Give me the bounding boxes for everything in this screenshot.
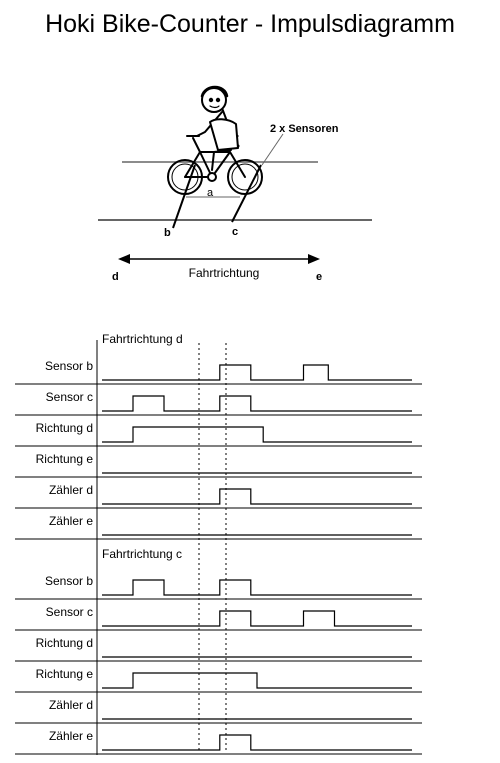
signal-waveform xyxy=(102,672,412,689)
sensor-leader-line xyxy=(261,133,284,166)
signal-label: Zähler e xyxy=(49,729,93,743)
signal-label: Zähler e xyxy=(49,514,93,528)
signal-waveform xyxy=(102,579,412,596)
signal-label: Richtung d xyxy=(36,636,93,650)
direction-label: Fahrtrichtung xyxy=(189,266,260,280)
sensor-beam-b xyxy=(172,164,196,229)
signal-label: Sensor b xyxy=(45,574,93,588)
timing-block: Fahrtrichtung d Sensor b Sensor c Richtung … xyxy=(15,332,422,540)
bike-illustration: a 2 x Sensoren b c d e Fahrtrichtung xyxy=(98,85,372,283)
direction-right-label: e xyxy=(316,271,322,283)
signal-waveform xyxy=(102,610,412,627)
signal-label: Sensor c xyxy=(46,390,93,404)
sensor-beam-c xyxy=(231,164,262,223)
timing-block: Fahrtrichtung c Sensor b Sensor c Richtung … xyxy=(15,547,422,755)
timing-block-heading: Fahrtrichtung c xyxy=(102,547,182,561)
distance-label: a xyxy=(207,187,214,199)
signal-label: Zähler d xyxy=(49,698,93,712)
signal-label: Richtung d xyxy=(36,421,93,435)
signal-waveform xyxy=(102,364,412,381)
signal-label: Richtung e xyxy=(36,452,94,466)
signal-label: Sensor c xyxy=(46,605,93,619)
sensor-c-label: c xyxy=(232,226,238,238)
signal-label: Richtung e xyxy=(36,667,94,681)
cyclist-on-bicycle-icon xyxy=(167,85,263,195)
signal-waveform xyxy=(102,488,412,505)
direction-left-label: d xyxy=(112,271,119,283)
direction-arrow xyxy=(118,254,320,264)
signal-waveform xyxy=(102,395,412,412)
signal-label: Sensor b xyxy=(45,359,93,373)
timing-diagrams: Fahrtrichtung d Sensor b Sensor c Richtung … xyxy=(15,332,422,755)
signal-label: Zähler d xyxy=(49,483,93,497)
sensor-b-label: b xyxy=(164,227,171,239)
timing-block-heading: Fahrtrichtung d xyxy=(102,332,183,346)
sensor-count-label: 2 x Sensoren xyxy=(270,123,339,135)
signal-waveform xyxy=(102,426,412,443)
page-title: Hoki Bike-Counter - Impulsdiagramm xyxy=(45,10,455,38)
signal-waveform xyxy=(102,734,412,751)
